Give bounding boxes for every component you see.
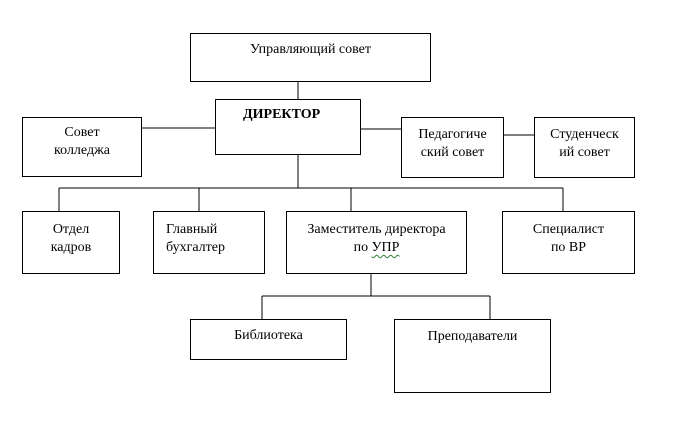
node-chief-accountant: Главный бухгалтер xyxy=(153,211,265,274)
node-teachers: Преподаватели xyxy=(394,319,551,393)
node-teachers-label: Преподаватели xyxy=(427,329,518,344)
node-specialist-label: Специалист по ВР xyxy=(532,222,605,255)
node-deputy-director-line2: по УПР xyxy=(287,239,466,257)
node-pedagogical-council-label: Педагогиче ский совет xyxy=(418,127,487,160)
node-governing-council: Управляющий совет xyxy=(190,33,431,82)
node-hr-department-label: Отдел кадров xyxy=(50,222,92,255)
node-specialist: Специалист по ВР xyxy=(502,211,635,274)
node-deputy-director-abbr: УПР xyxy=(371,240,400,255)
node-library: Библиотека xyxy=(190,319,347,360)
node-college-council-label: Совет колледжа xyxy=(54,125,110,158)
node-college-council: Совет колледжа xyxy=(22,117,142,177)
node-deputy-director-prefix: по xyxy=(353,240,372,255)
node-director-label: ДИРЕКТОР xyxy=(243,107,321,122)
node-pedagogical-council: Педагогиче ский совет xyxy=(401,117,504,178)
node-student-council-label: Студенческ ий совет xyxy=(550,127,619,160)
node-hr-department: Отдел кадров xyxy=(22,211,120,274)
node-student-council: Студенческ ий совет xyxy=(534,117,635,178)
node-governing-council-label: Управляющий совет xyxy=(249,42,372,57)
node-deputy-director: Заместитель директора по УПР xyxy=(286,211,467,274)
node-chief-accountant-label: Главный бухгалтер xyxy=(166,222,225,255)
node-library-label: Библиотека xyxy=(234,328,303,343)
node-director: ДИРЕКТОР xyxy=(215,99,361,155)
node-deputy-director-line1: Заместитель директора xyxy=(307,222,446,237)
